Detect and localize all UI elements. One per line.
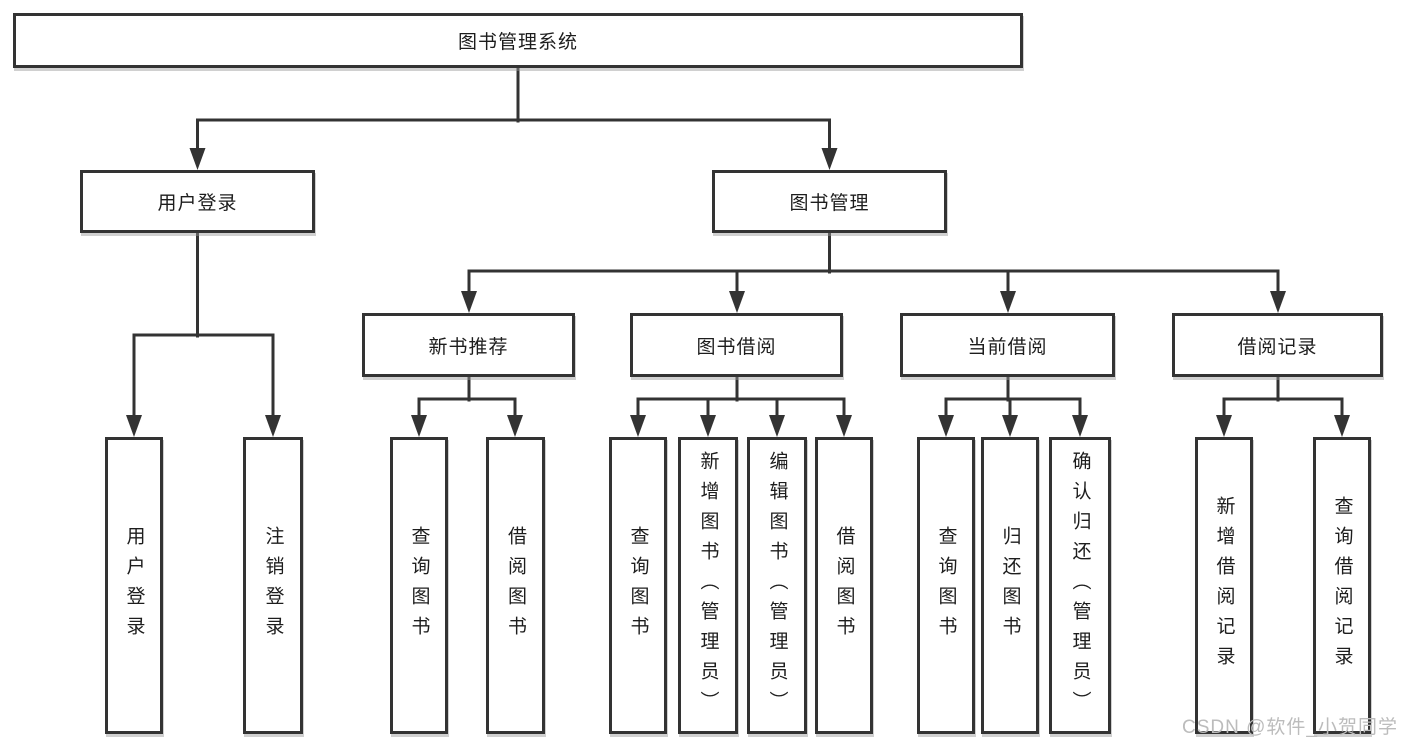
- node-book-borrowing: 图书借阅: [630, 313, 843, 377]
- leaf-bb-borrow-books: 借阅图书: [815, 437, 873, 734]
- node-new-book-recommendation: 新书推荐: [362, 313, 575, 377]
- node-borrowing-records-label: 借阅记录: [1237, 336, 1318, 358]
- node-book-management-label: 图书管理: [789, 193, 870, 214]
- node-library-system-label: 图书管理系统: [457, 32, 578, 53]
- leaf-br-add-borrow-record-label: 新增借阅记录: [1213, 495, 1235, 676]
- node-current-borrowing-label: 当前借阅: [967, 336, 1048, 358]
- node-book-management: 图书管理: [712, 170, 947, 233]
- leaf-logout-label: 注销登录: [262, 525, 284, 646]
- leaf-bb-edit-book-admin-label: 编辑图书（管理员）: [766, 450, 788, 721]
- node-current-borrowing: 当前借阅: [900, 313, 1115, 377]
- arrowheads: [126, 148, 1350, 437]
- leaf-bb-add-book-admin-label: 新增图书（管理员）: [697, 450, 719, 721]
- node-user-login: 用户登录: [80, 170, 315, 233]
- watermark: CSDN @软件_小贺同学: [1182, 717, 1398, 738]
- leaf-cb-return-books: 归还图书: [981, 437, 1039, 734]
- leaf-user-login-label: 用户登录: [123, 525, 145, 646]
- leaf-bb-query-books-label: 查询图书: [627, 525, 649, 646]
- leaf-cb-return-books-label: 归还图书: [999, 525, 1021, 646]
- leaf-br-query-borrow-record-label: 查询借阅记录: [1331, 495, 1353, 676]
- node-book-borrowing-label: 图书借阅: [696, 336, 777, 358]
- node-borrowing-records: 借阅记录: [1172, 313, 1383, 377]
- leaf-bb-edit-book-admin: 编辑图书（管理员）: [747, 437, 807, 734]
- leaf-nbr-borrow-books: 借阅图书: [486, 437, 545, 734]
- tree-edges: [132, 66, 1344, 419]
- node-new-book-recommendation-label: 新书推荐: [428, 336, 509, 358]
- leaf-nbr-query-books-label: 查询图书: [408, 525, 430, 646]
- leaf-bb-add-book-admin: 新增图书（管理员）: [678, 437, 738, 734]
- leaf-logout: 注销登录: [243, 437, 303, 734]
- leaf-user-login: 用户登录: [105, 437, 163, 734]
- leaf-bb-borrow-books-label: 借阅图书: [833, 525, 855, 646]
- leaf-br-add-borrow-record: 新增借阅记录: [1195, 437, 1253, 734]
- leaf-nbr-query-books: 查询图书: [390, 437, 448, 734]
- leaf-cb-confirm-return-admin: 确认归还（管理员）: [1049, 437, 1111, 734]
- leaf-bb-query-books: 查询图书: [609, 437, 667, 734]
- leaf-cb-confirm-return-admin-label: 确认归还（管理员）: [1069, 450, 1091, 721]
- leaf-cb-query-books: 查询图书: [917, 437, 975, 734]
- leaf-nbr-borrow-books-label: 借阅图书: [505, 525, 526, 646]
- leaf-cb-query-books-label: 查询图书: [935, 525, 957, 646]
- node-user-login-label: 用户登录: [157, 193, 238, 214]
- node-library-system: 图书管理系统: [13, 13, 1023, 68]
- leaf-br-query-borrow-record: 查询借阅记录: [1313, 437, 1371, 734]
